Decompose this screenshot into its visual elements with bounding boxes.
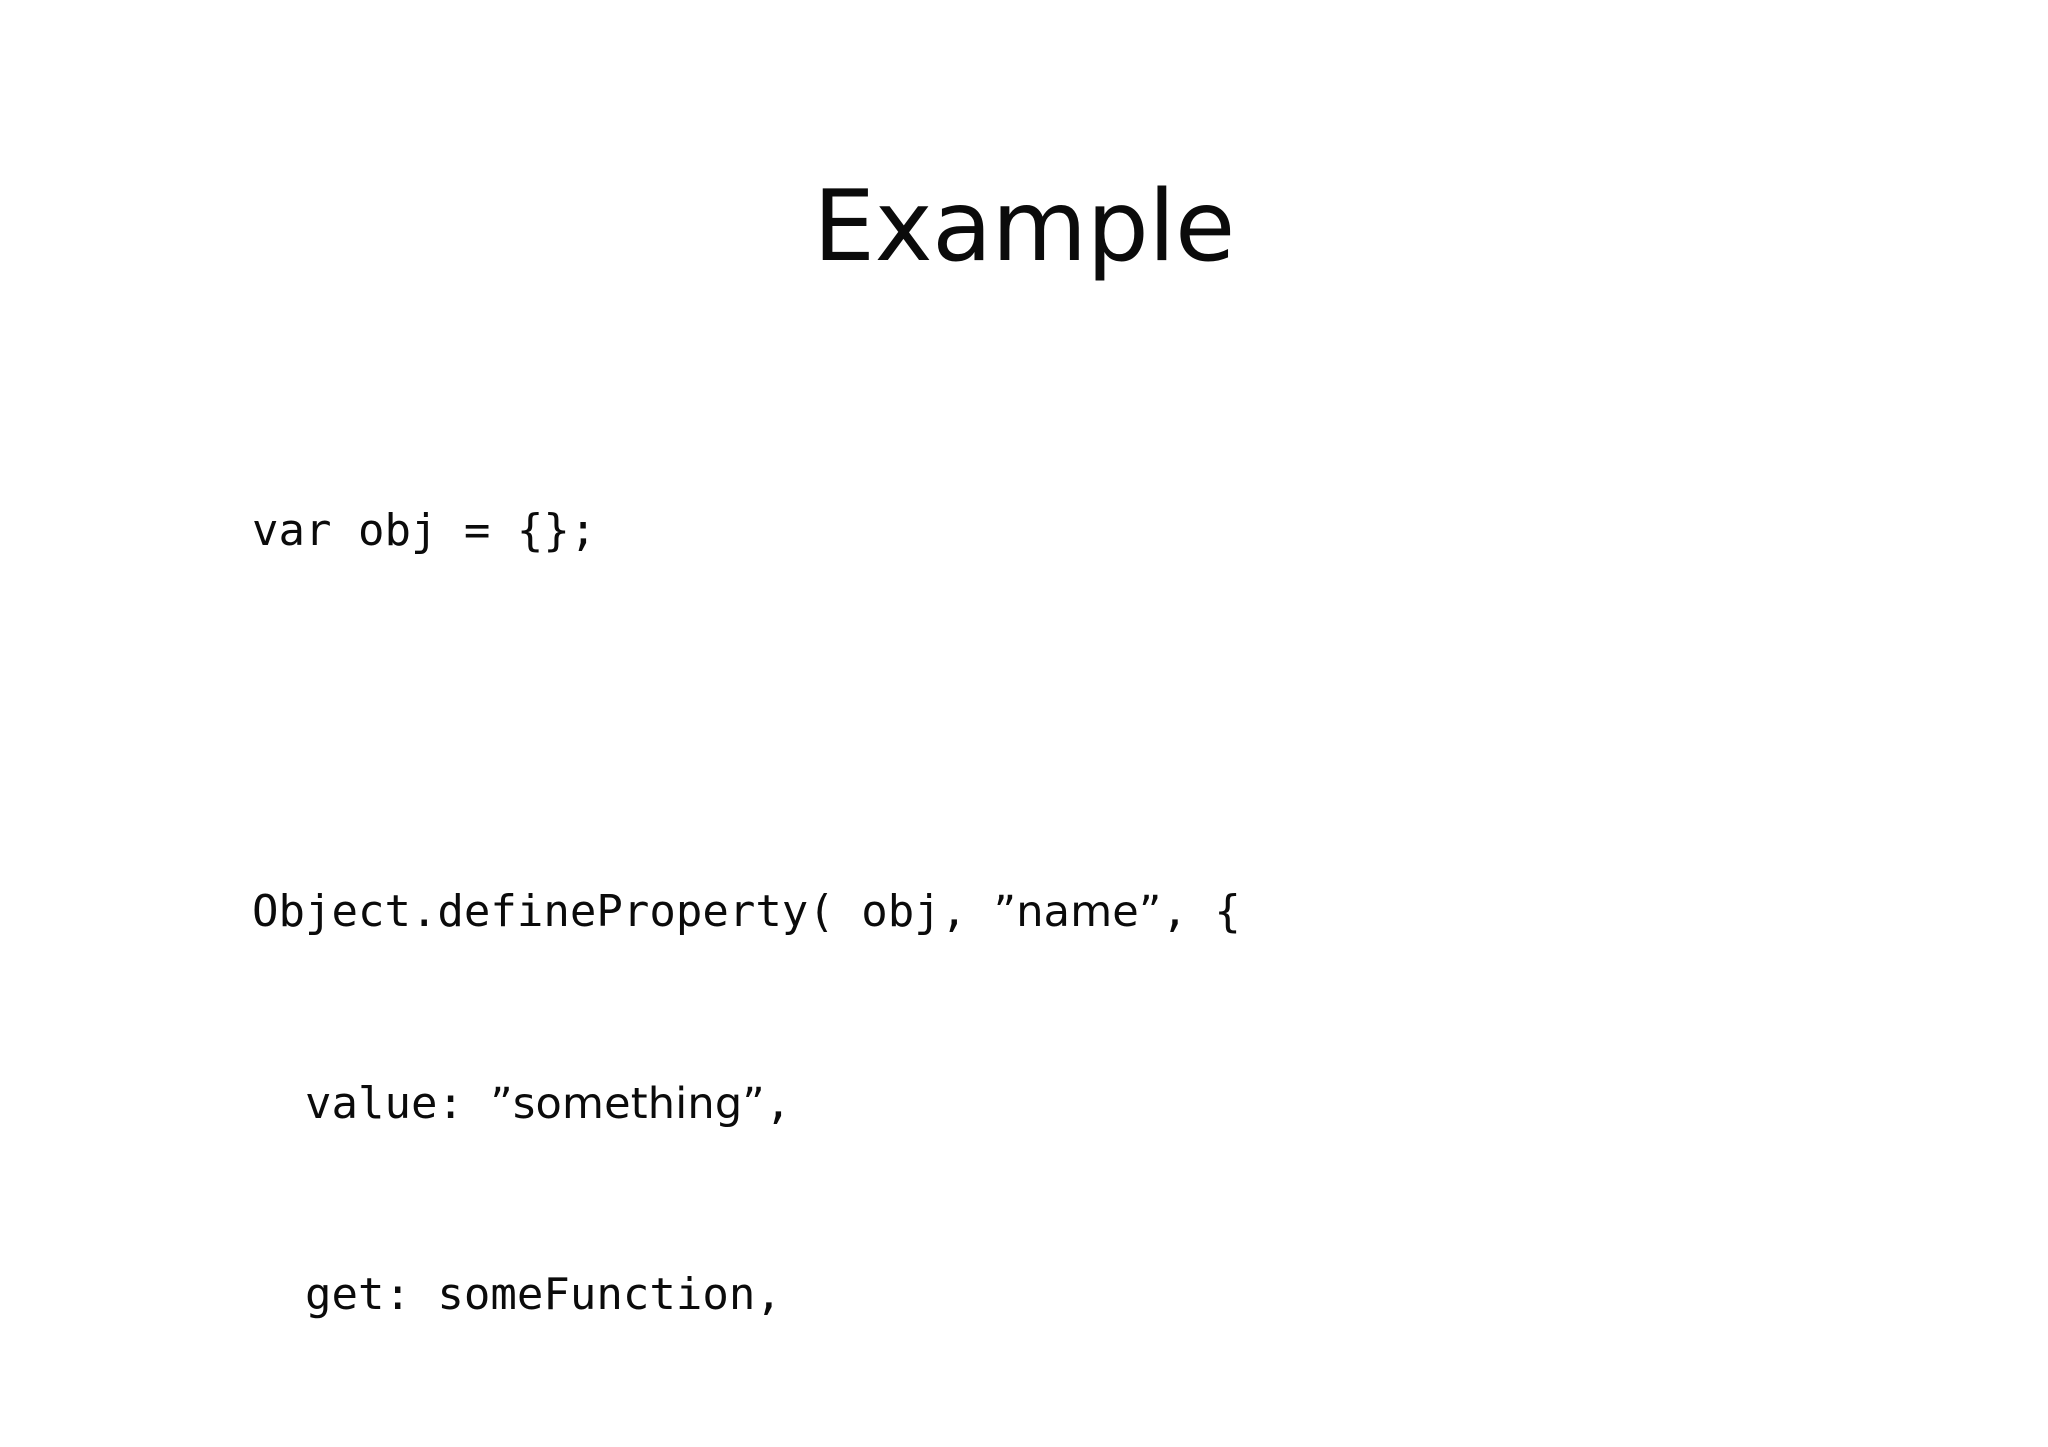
code-string-literal: ”something” <box>490 1078 765 1129</box>
code-line <box>252 690 1812 754</box>
code-line: Object.defineProperty( obj, ”name”, { <box>252 886 1241 937</box>
code-string-literal: ”name” <box>993 887 1162 937</box>
code-line: value: ”something”, <box>252 1077 792 1129</box>
code-block: var obj = {}; Object.defineProperty( obj… <box>252 372 1812 1447</box>
code-line: get: someFunction, <box>252 1269 782 1320</box>
code-line: var obj = {}; <box>252 505 597 556</box>
page-title: Example <box>813 170 1235 284</box>
